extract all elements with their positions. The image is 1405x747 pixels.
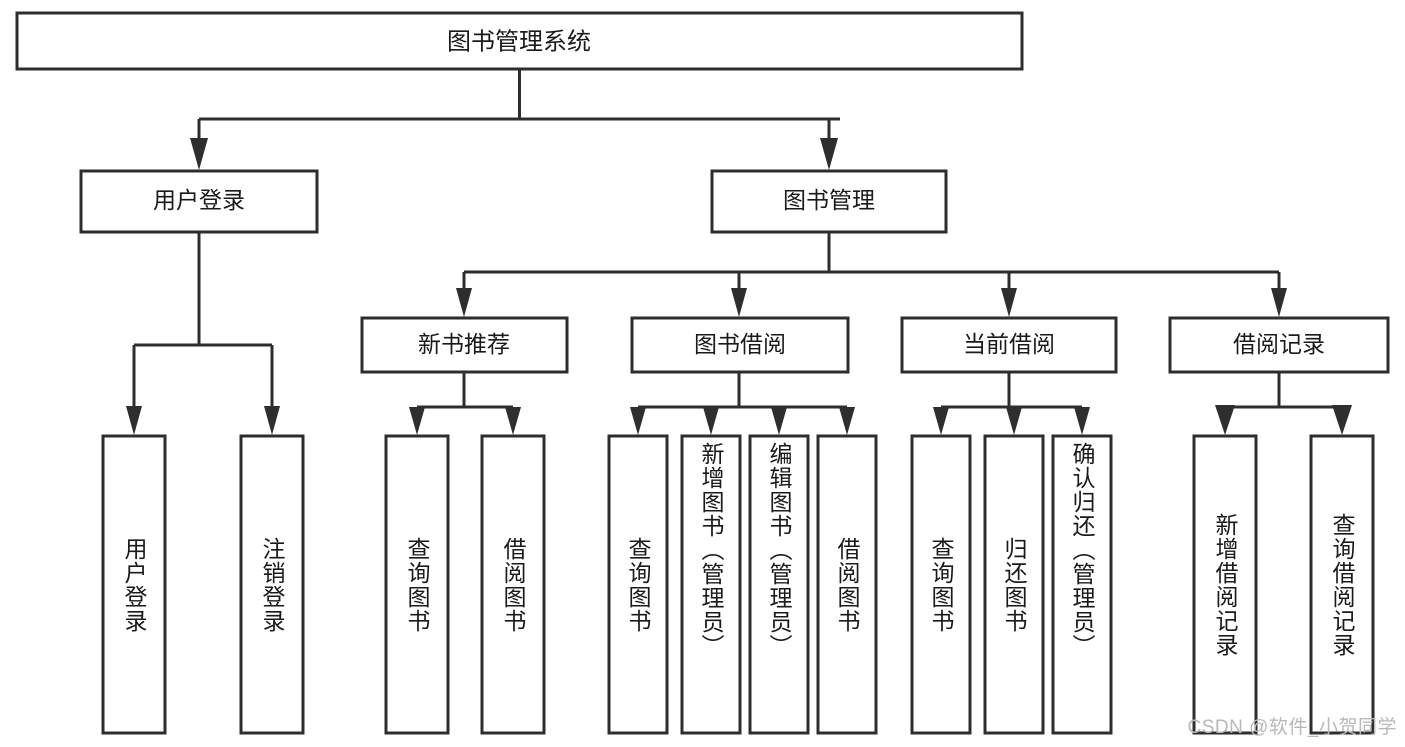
arrow-head-leaf-confirm-return [1074,407,1090,435]
arrow-head-leaf-edit-book [771,407,787,435]
arrow-head-new-book-recommend [456,288,472,317]
node-book-borrow-box[interactable] [630,316,850,374]
node-new-book-recommend-label: 新书推荐 [418,331,510,357]
arrow-head-leaf-user-login [126,406,142,435]
node-current-borrow-label: 当前借阅 [963,331,1055,357]
node-user-login-box[interactable] [79,169,319,234]
connector-group-root [190,69,840,170]
node-leaf-add-record-box[interactable] [1192,434,1258,735]
node-book-manage-label: 图书管理 [783,187,875,213]
arrow-head-leaf-borrow-book [839,407,855,435]
connector-group-new-book-recommend [409,372,521,435]
arrow-head-leaf-query-book-borrow [630,407,646,435]
arrow-head-leaf-logout [264,406,280,435]
arrow-head-leaf-query-book-new [409,407,425,435]
node-root-label: 图书管理系统 [447,28,591,55]
node-current-borrow[interactable]: 当前借阅 [900,316,1118,374]
node-borrow-record-box[interactable] [1168,316,1390,374]
node-leaf-confirm-return-box[interactable] [1051,434,1113,735]
arrow-head-leaf-return-book [1006,407,1022,435]
node-current-borrow-box[interactable] [900,316,1118,374]
node-borrow-record[interactable]: 借阅记录 [1168,316,1390,374]
csdn-watermark: CSDN @软件_小贺同学 [1187,717,1397,738]
node-leaf-query-record-box[interactable] [1309,434,1375,735]
node-borrow-record-label: 借阅记录 [1233,331,1325,357]
connector-group-book-manage [456,232,1287,317]
node-book-manage[interactable]: 图书管理 [710,169,948,234]
node-leaf-query-book-current-box[interactable] [910,434,972,735]
arrow-head-book-borrow [731,288,747,317]
node-new-book-recommend[interactable]: 新书推荐 [360,316,569,374]
node-new-book-recommend-box[interactable] [360,316,569,374]
arrow-head-leaf-add-book [703,407,719,435]
node-user-login-label: 用户登录 [153,187,245,213]
node-book-borrow-label: 图书借阅 [694,331,786,357]
node-leaf-query-book-borrow-box[interactable] [607,434,669,735]
arrow-head-book-manage [820,138,838,170]
node-book-borrow[interactable]: 图书借阅 [630,316,850,374]
connector-group-current-borrow [933,372,1090,435]
connector-group-book-borrow [630,372,855,435]
leaf-boxes [101,434,1375,735]
connector-group-user-login [126,232,280,435]
node-leaf-query-book-new-box[interactable] [384,434,450,735]
node-book-manage-box[interactable] [710,169,948,234]
node-leaf-edit-book-box[interactable] [748,434,810,735]
node-leaf-logout-box[interactable] [239,434,305,735]
connector-group-borrow-record [1215,372,1352,435]
node-user-login[interactable]: 用户登录 [79,169,319,234]
arrow-head-leaf-add-record [1215,405,1235,435]
arrow-head-leaf-query-record [1332,405,1352,435]
node-leaf-borrow-book-new-box[interactable] [480,434,546,735]
node-leaf-borrow-book-box[interactable] [816,434,878,735]
node-leaf-add-book-box[interactable] [680,434,742,735]
arrow-head-leaf-borrow-book-new [505,407,521,435]
arrow-head-borrow-record [1271,288,1287,317]
arrow-head-current-borrow [1001,288,1017,317]
arrow-head-user-login [190,138,208,170]
node-leaf-user-login-box[interactable] [101,434,167,735]
node-leaf-return-book-box[interactable] [983,434,1045,735]
node-root-box[interactable] [15,11,1024,71]
arrow-head-leaf-query-book-current [933,407,949,435]
node-root[interactable]: 图书管理系统 [15,11,1024,71]
